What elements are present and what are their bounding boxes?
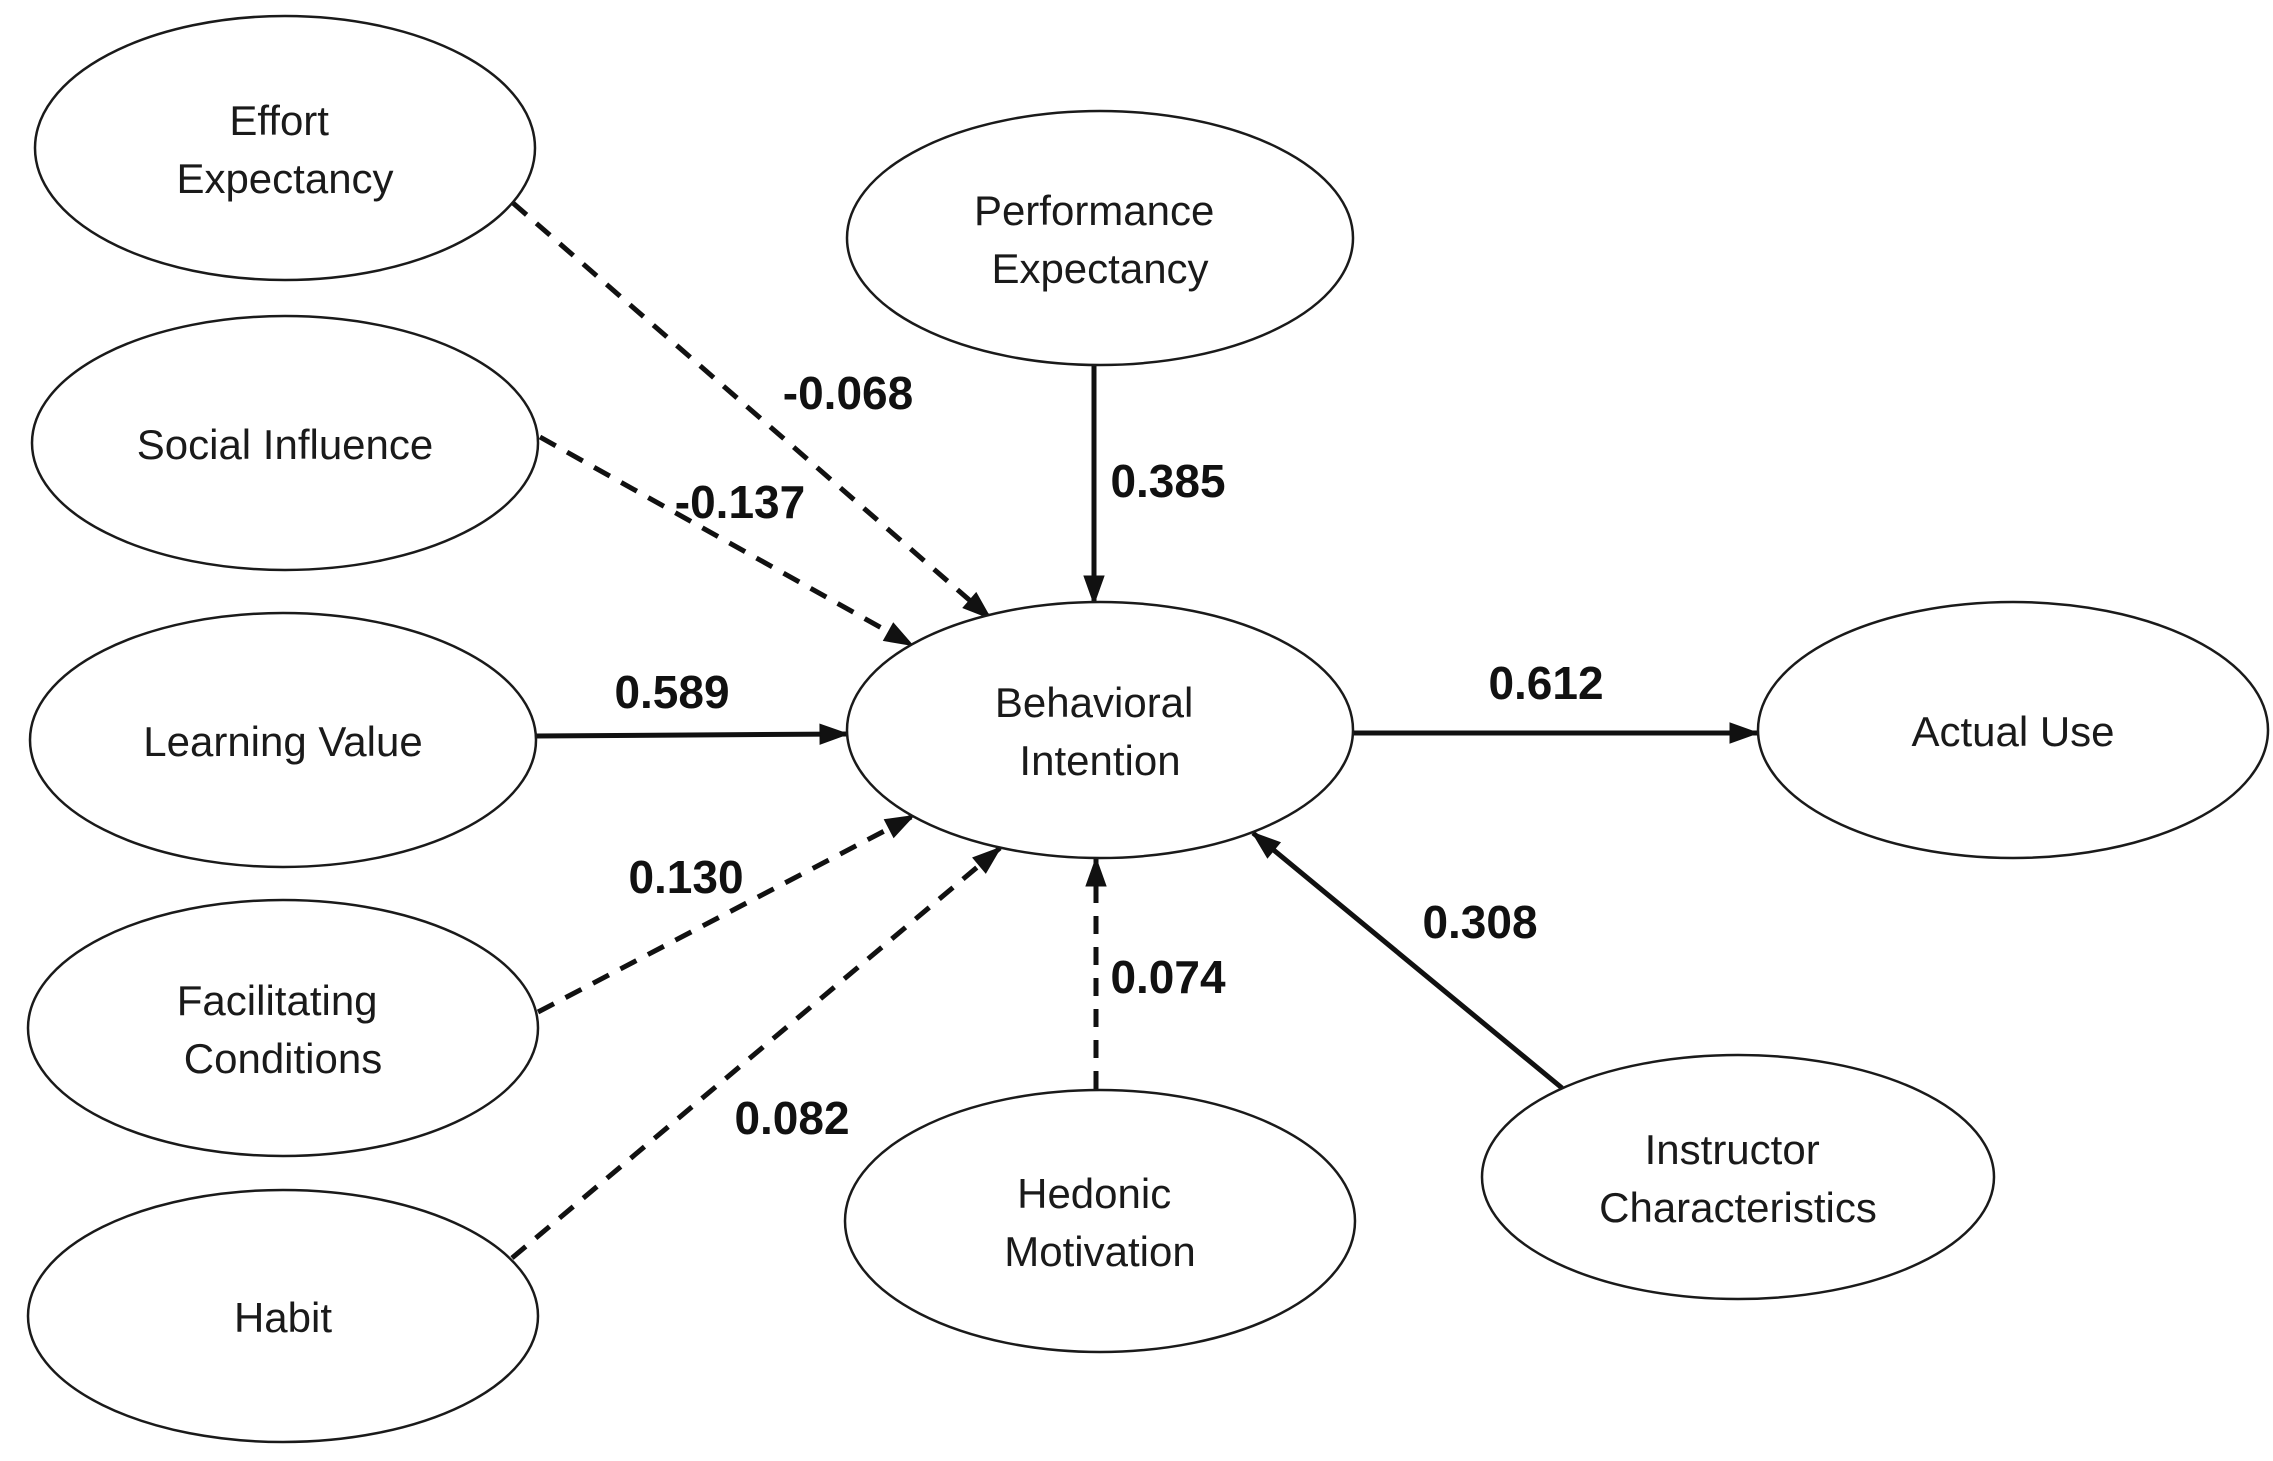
edge-learning-to-behavioral-intention <box>535 723 850 745</box>
edge-habit-to-behavioral-intention <box>510 846 1002 1260</box>
node-actual-use: Actual Use <box>1756 600 2270 860</box>
node-ellipse-behavioral-intention <box>845 600 1355 860</box>
node-behavioral-intention: Behavioral Intention <box>845 600 1355 860</box>
node-label-social-influence: Social Influence <box>137 421 434 468</box>
coefficient-labels-group: -0.068 -0.137 0.589 0.130 0.082 0.385 0.… <box>614 367 1603 1144</box>
coefficient-hedonic-to-behavioral-intention: 0.074 <box>1110 951 1226 1003</box>
node-ellipse-habit <box>26 1188 540 1444</box>
node-label-actual-use: Actual Use <box>1911 708 2114 755</box>
edge-effort-to-behavioral-intention <box>511 201 992 620</box>
node-ellipse-learning-value <box>28 611 538 869</box>
node-social-influence: Social Influence <box>30 314 540 572</box>
coefficient-instructor-to-behavioral-intention: 0.308 <box>1422 896 1537 948</box>
node-label-learning-value: Learning Value <box>143 718 422 765</box>
node-habit: Habit <box>26 1188 540 1444</box>
node-effort-expectancy: Effort Expectancy <box>33 14 537 282</box>
node-performance-expectancy: Performance Expectancy <box>845 109 1355 367</box>
coefficient-learning-to-behavioral-intention: 0.589 <box>614 666 729 718</box>
coefficient-facilitating-to-behavioral-intention: 0.130 <box>628 851 743 903</box>
node-instructor-characteristics: Instructor Characteristics <box>1480 1053 1996 1301</box>
node-ellipse-effort-expectancy <box>33 14 537 282</box>
node-ellipse-instructor-characteristics <box>1480 1053 1996 1301</box>
node-ellipse-facilitating-conditions <box>26 898 540 1158</box>
node-facilitating-conditions: Facilitating Conditions <box>26 898 540 1158</box>
node-label-effort-expectancy: Effort Expectancy <box>176 97 393 202</box>
edge-instructor-to-behavioral-intention <box>1251 831 1564 1090</box>
node-ellipse-performance-expectancy <box>845 109 1355 367</box>
node-label-instructor-characteristics: Instructor Characteristics <box>1599 1126 1877 1231</box>
node-ellipse-social-influence <box>30 314 540 572</box>
node-hedonic-motivation: Hedonic Motivation <box>843 1088 1357 1354</box>
node-ellipse-actual-use <box>1756 600 2270 860</box>
coefficient-habit-to-behavioral-intention: 0.082 <box>734 1092 849 1144</box>
coefficient-performance-to-behavioral-intention: 0.385 <box>1110 455 1225 507</box>
coefficient-behavioral-intention-to-actual-use: 0.612 <box>1488 657 1603 709</box>
edge-social-to-behavioral-intention <box>538 434 915 648</box>
edges-group <box>510 201 1760 1260</box>
node-label-habit: Habit <box>234 1294 332 1341</box>
node-label-hedonic-motivation: Hedonic Motivation <box>1004 1170 1195 1275</box>
node-label-facilitating-conditions: Facilitating Conditions <box>177 977 389 1082</box>
edge-facilitating-to-behavioral-intention <box>536 813 916 1015</box>
node-learning-value: Learning Value <box>28 611 538 869</box>
node-label-performance-expectancy: Performance Expectancy <box>974 187 1226 292</box>
node-ellipse-hedonic-motivation <box>843 1088 1357 1354</box>
nodes-group: Effort Expectancy Social Influence Learn… <box>26 14 2270 1444</box>
node-label-behavioral-intention: Behavioral Intention <box>995 679 1205 784</box>
coefficient-effort-to-behavioral-intention: -0.068 <box>783 367 913 419</box>
coefficient-social-to-behavioral-intention: -0.137 <box>675 476 805 528</box>
